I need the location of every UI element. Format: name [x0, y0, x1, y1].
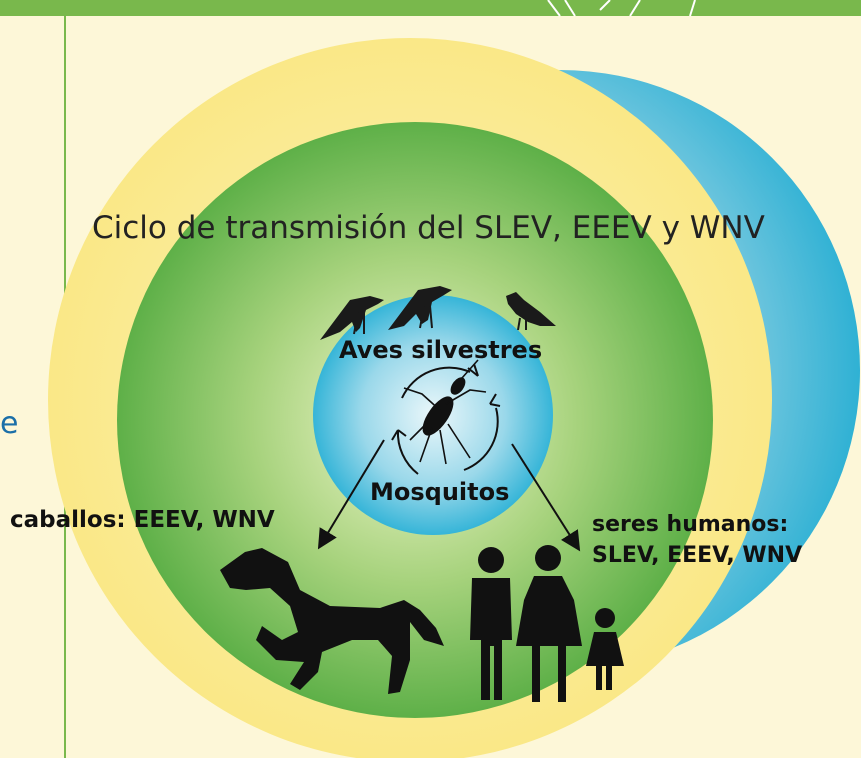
- horses-label: caballos: EEEV, WNV: [10, 507, 275, 533]
- sidebar-text-fragment: e: [0, 406, 19, 441]
- arrow-to-humans: [511, 443, 581, 552]
- humans-label-line2: SLEV, EEEV, WNV: [592, 543, 803, 568]
- woman-icon: [516, 545, 582, 702]
- horse-icon: [220, 548, 444, 694]
- bird-icon: [388, 286, 452, 330]
- bird-icon: [506, 292, 556, 331]
- child-icon: [586, 608, 624, 690]
- sun-rays-decoration: [547, 0, 696, 17]
- humans-label: seres humanos: SLEV, EEEV, WNV: [592, 509, 802, 571]
- man-icon: [470, 547, 512, 700]
- diagram-title: Ciclo de transmisión del SLEV, EEEV y WN…: [92, 210, 765, 246]
- humans-label-line1: seres humanos:: [592, 512, 789, 537]
- header-bar: [0, 0, 861, 16]
- bird-icon: [320, 296, 384, 340]
- wild-birds-label: Aves silvestres: [339, 336, 543, 364]
- arrow-to-horses: [317, 439, 385, 550]
- mosquitoes-label: Mosquitos: [370, 478, 510, 506]
- mosquito-icon: [403, 359, 487, 465]
